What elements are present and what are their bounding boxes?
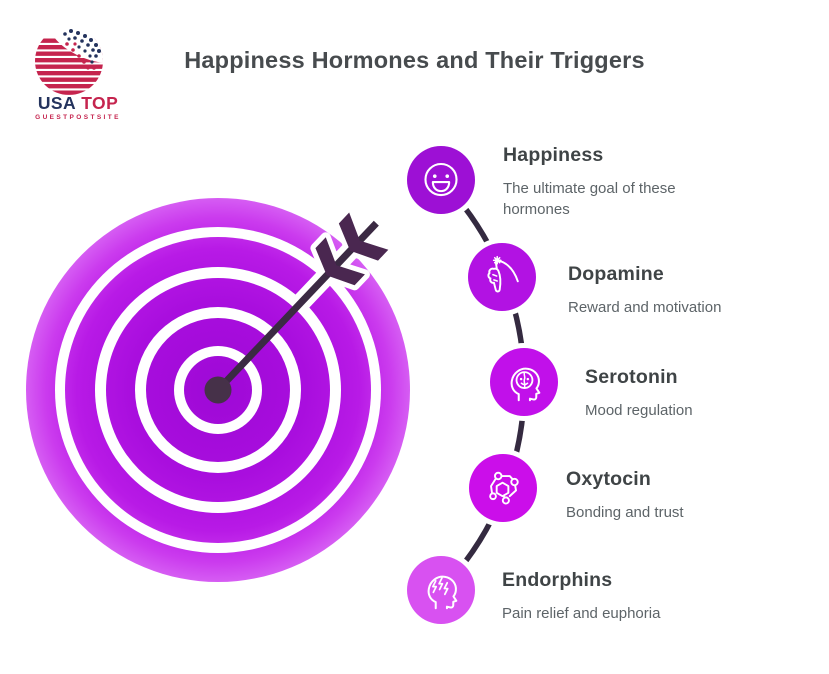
logo: USA TOP GUESTPOSTSITE xyxy=(28,22,138,126)
node-circle-dopamine xyxy=(468,243,536,311)
node-endorphins: Endorphins Pain relief and euphoria xyxy=(502,569,660,624)
node-title: Oxytocin xyxy=(566,468,652,490)
node-description: Reward and motivation xyxy=(568,299,722,316)
logo-tagline: GUESTPOSTSITE xyxy=(35,114,121,121)
smiley-face-icon xyxy=(424,162,458,197)
logo-wordmark: USA TOP xyxy=(30,93,126,114)
node-description: Bonding and trust xyxy=(566,504,684,521)
head-brain-icon xyxy=(510,367,541,402)
node-title: Serotonin xyxy=(585,366,678,388)
node-title: Endorphins xyxy=(502,569,613,591)
arrow xyxy=(204,207,394,404)
node-description: Pain relief and euphoria xyxy=(502,605,661,622)
node-circle-serotonin xyxy=(490,348,558,416)
node-oxytocin: Oxytocin Bonding and trust xyxy=(566,468,684,523)
node-circle-happiness xyxy=(407,146,475,214)
page-title: Happiness Hormones and Their Triggers xyxy=(184,47,645,73)
node-description: Mood regulation xyxy=(585,402,693,419)
logo-brand-secondary: TOP xyxy=(81,93,119,113)
molecule-icon xyxy=(489,471,519,505)
logo-globe-icon xyxy=(35,27,103,95)
logo-brand-primary: USA xyxy=(37,93,77,113)
carrot-reward-icon xyxy=(487,255,519,293)
arrow-impact-dot xyxy=(204,376,232,404)
node-title: Dopamine xyxy=(568,263,664,285)
node-description: The ultimate goal of these hormones xyxy=(503,180,676,219)
node-serotonin: Serotonin Mood regulation xyxy=(585,366,693,421)
node-dopamine: Dopamine Reward and motivation xyxy=(568,263,721,318)
node-title: Happiness xyxy=(503,144,604,166)
node-happiness: Happiness The ultimate goal of these hor… xyxy=(503,144,691,221)
node-circle-oxytocin xyxy=(469,454,537,522)
node-circle-endorphins xyxy=(407,556,475,624)
head-lightning-icon xyxy=(427,575,458,610)
